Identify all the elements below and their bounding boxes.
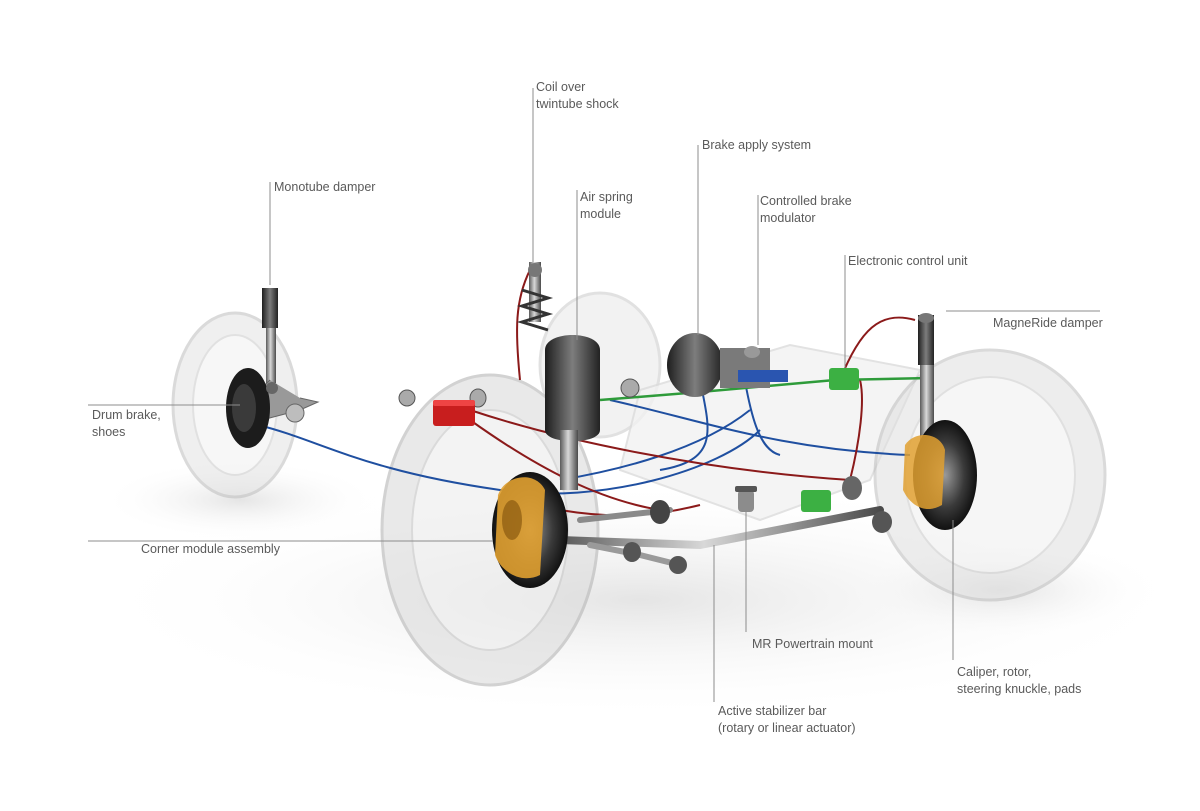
label-mr-powertrain: MR Powertrain mount xyxy=(752,637,873,651)
label-air-spring: Air spring module xyxy=(580,190,633,221)
label-monotube: Monotube damper xyxy=(274,180,376,194)
label-controlled-brake: Controlled brake modulator xyxy=(760,194,852,225)
leader-lines xyxy=(88,88,1100,702)
stabilizer-bar xyxy=(556,476,892,574)
brake-modulator-block xyxy=(433,400,475,426)
label-corner-module: Corner module assembly xyxy=(141,542,280,556)
mr-powertrain-mount xyxy=(735,486,757,512)
front-right-brake-disc xyxy=(903,420,977,530)
coilover-shock xyxy=(516,262,554,332)
monotube-damper-unit xyxy=(226,288,320,448)
label-drum-brake: Drum brake, shoes xyxy=(92,408,161,439)
label-coil-over: Coil over twintube shock xyxy=(536,80,619,111)
magneride-damper xyxy=(918,313,934,445)
label-caliper: Caliper, rotor, steering knuckle, pads xyxy=(957,665,1082,696)
label-stabilizer: Active stabilizer bar (rotary or linear … xyxy=(718,704,856,735)
air-spring xyxy=(545,335,600,490)
front-left-tire xyxy=(380,373,600,687)
label-magneride: MagneRide damper xyxy=(993,316,1103,330)
front-left-brake-disc xyxy=(492,472,568,588)
label-brake-apply: Brake apply system xyxy=(702,138,812,152)
ecu-blocks xyxy=(801,368,859,512)
label-ecu: Electronic control unit xyxy=(848,254,968,268)
brake-booster xyxy=(667,333,788,397)
